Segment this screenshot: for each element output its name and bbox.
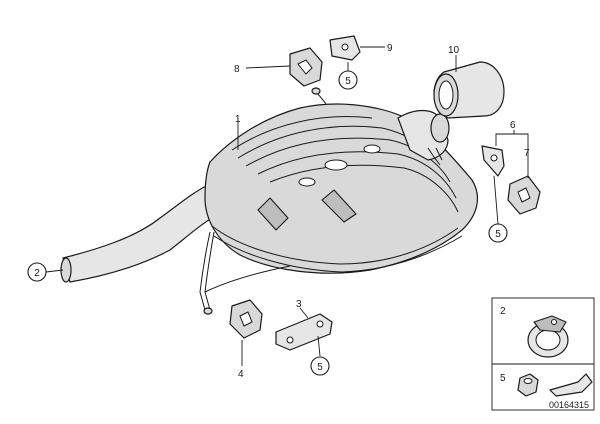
bracket-front (275, 313, 333, 351)
callout-10: 10 (448, 45, 460, 56)
leader-lines (45, 46, 529, 366)
callout-5c: 5 (317, 362, 323, 373)
inset-callout-5: 5 (500, 373, 506, 384)
inset-panel: 2 5 00164315 (491, 297, 595, 411)
bracket-right (481, 145, 505, 177)
callout-ring-5c (310, 356, 330, 376)
callout-5a: 5 (345, 76, 351, 87)
tail-pipe (397, 109, 450, 161)
hanger-rod (199, 231, 291, 315)
inset-arrow-icon (549, 373, 593, 397)
inset-nut (517, 373, 539, 397)
inset-callout-2: 2 (500, 306, 506, 317)
callout-3: 3 (296, 299, 302, 310)
callout-8: 8 (234, 64, 240, 75)
callout-2: 2 (34, 268, 40, 279)
callout-9: 9 (387, 43, 393, 54)
inset-clamp (527, 315, 569, 358)
callout-4: 4 (238, 369, 244, 380)
hanger-pin (311, 87, 327, 105)
callout-6: 6 (510, 120, 516, 131)
inlet-pipe (60, 184, 223, 283)
bracket-top (329, 35, 361, 61)
callout-7: 7 (524, 148, 530, 159)
callout-1: 1 (235, 114, 241, 125)
callout-ring-2 (27, 262, 47, 282)
callout-ring-5b (488, 223, 508, 243)
tail-trim (433, 61, 505, 119)
drawing-code: 00164315 (549, 400, 589, 410)
rubber-mount-front (229, 299, 263, 339)
circled-callouts: 2 5 5 5 (27, 70, 508, 376)
callout-5b: 5 (495, 229, 501, 240)
callout-ring-5a (338, 70, 358, 90)
rubber-mount-top (289, 47, 323, 87)
callout-labels: 1 8 9 10 6 7 3 4 (234, 43, 530, 380)
rubber-mount-right (507, 175, 541, 215)
